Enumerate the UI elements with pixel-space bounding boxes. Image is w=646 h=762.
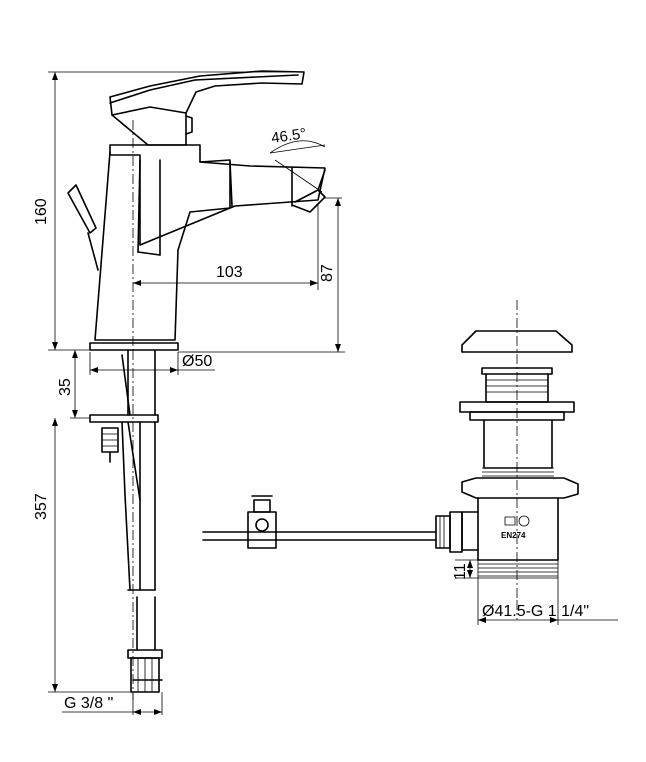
faucet-body [67, 70, 326, 693]
nf-mark-icon [518, 515, 530, 527]
faucet-dimensions [48, 71, 345, 715]
dim-reach: 103 [216, 264, 243, 281]
dim-base-diameter: Ø50 [182, 353, 212, 370]
dim-height-total: 160 [33, 198, 50, 225]
certification-icon [504, 516, 516, 526]
waste-assembly [202, 330, 579, 579]
dim-flex-hose-length: 357 [33, 493, 50, 520]
dim-angle: 46.5° [270, 125, 307, 147]
waste-dimensions [455, 559, 618, 625]
dim-base-thickness: 35 [57, 378, 74, 396]
dim-waste-diameter: Ø41.5-G 1 1/4" [482, 603, 589, 620]
dim-hose-thread: G 3/8 " [64, 695, 113, 712]
dim-waste-thread-height: 11 [452, 563, 469, 580]
dim-spout-height: 87 [319, 264, 336, 282]
waste-standard-label: EN274 [501, 531, 526, 540]
